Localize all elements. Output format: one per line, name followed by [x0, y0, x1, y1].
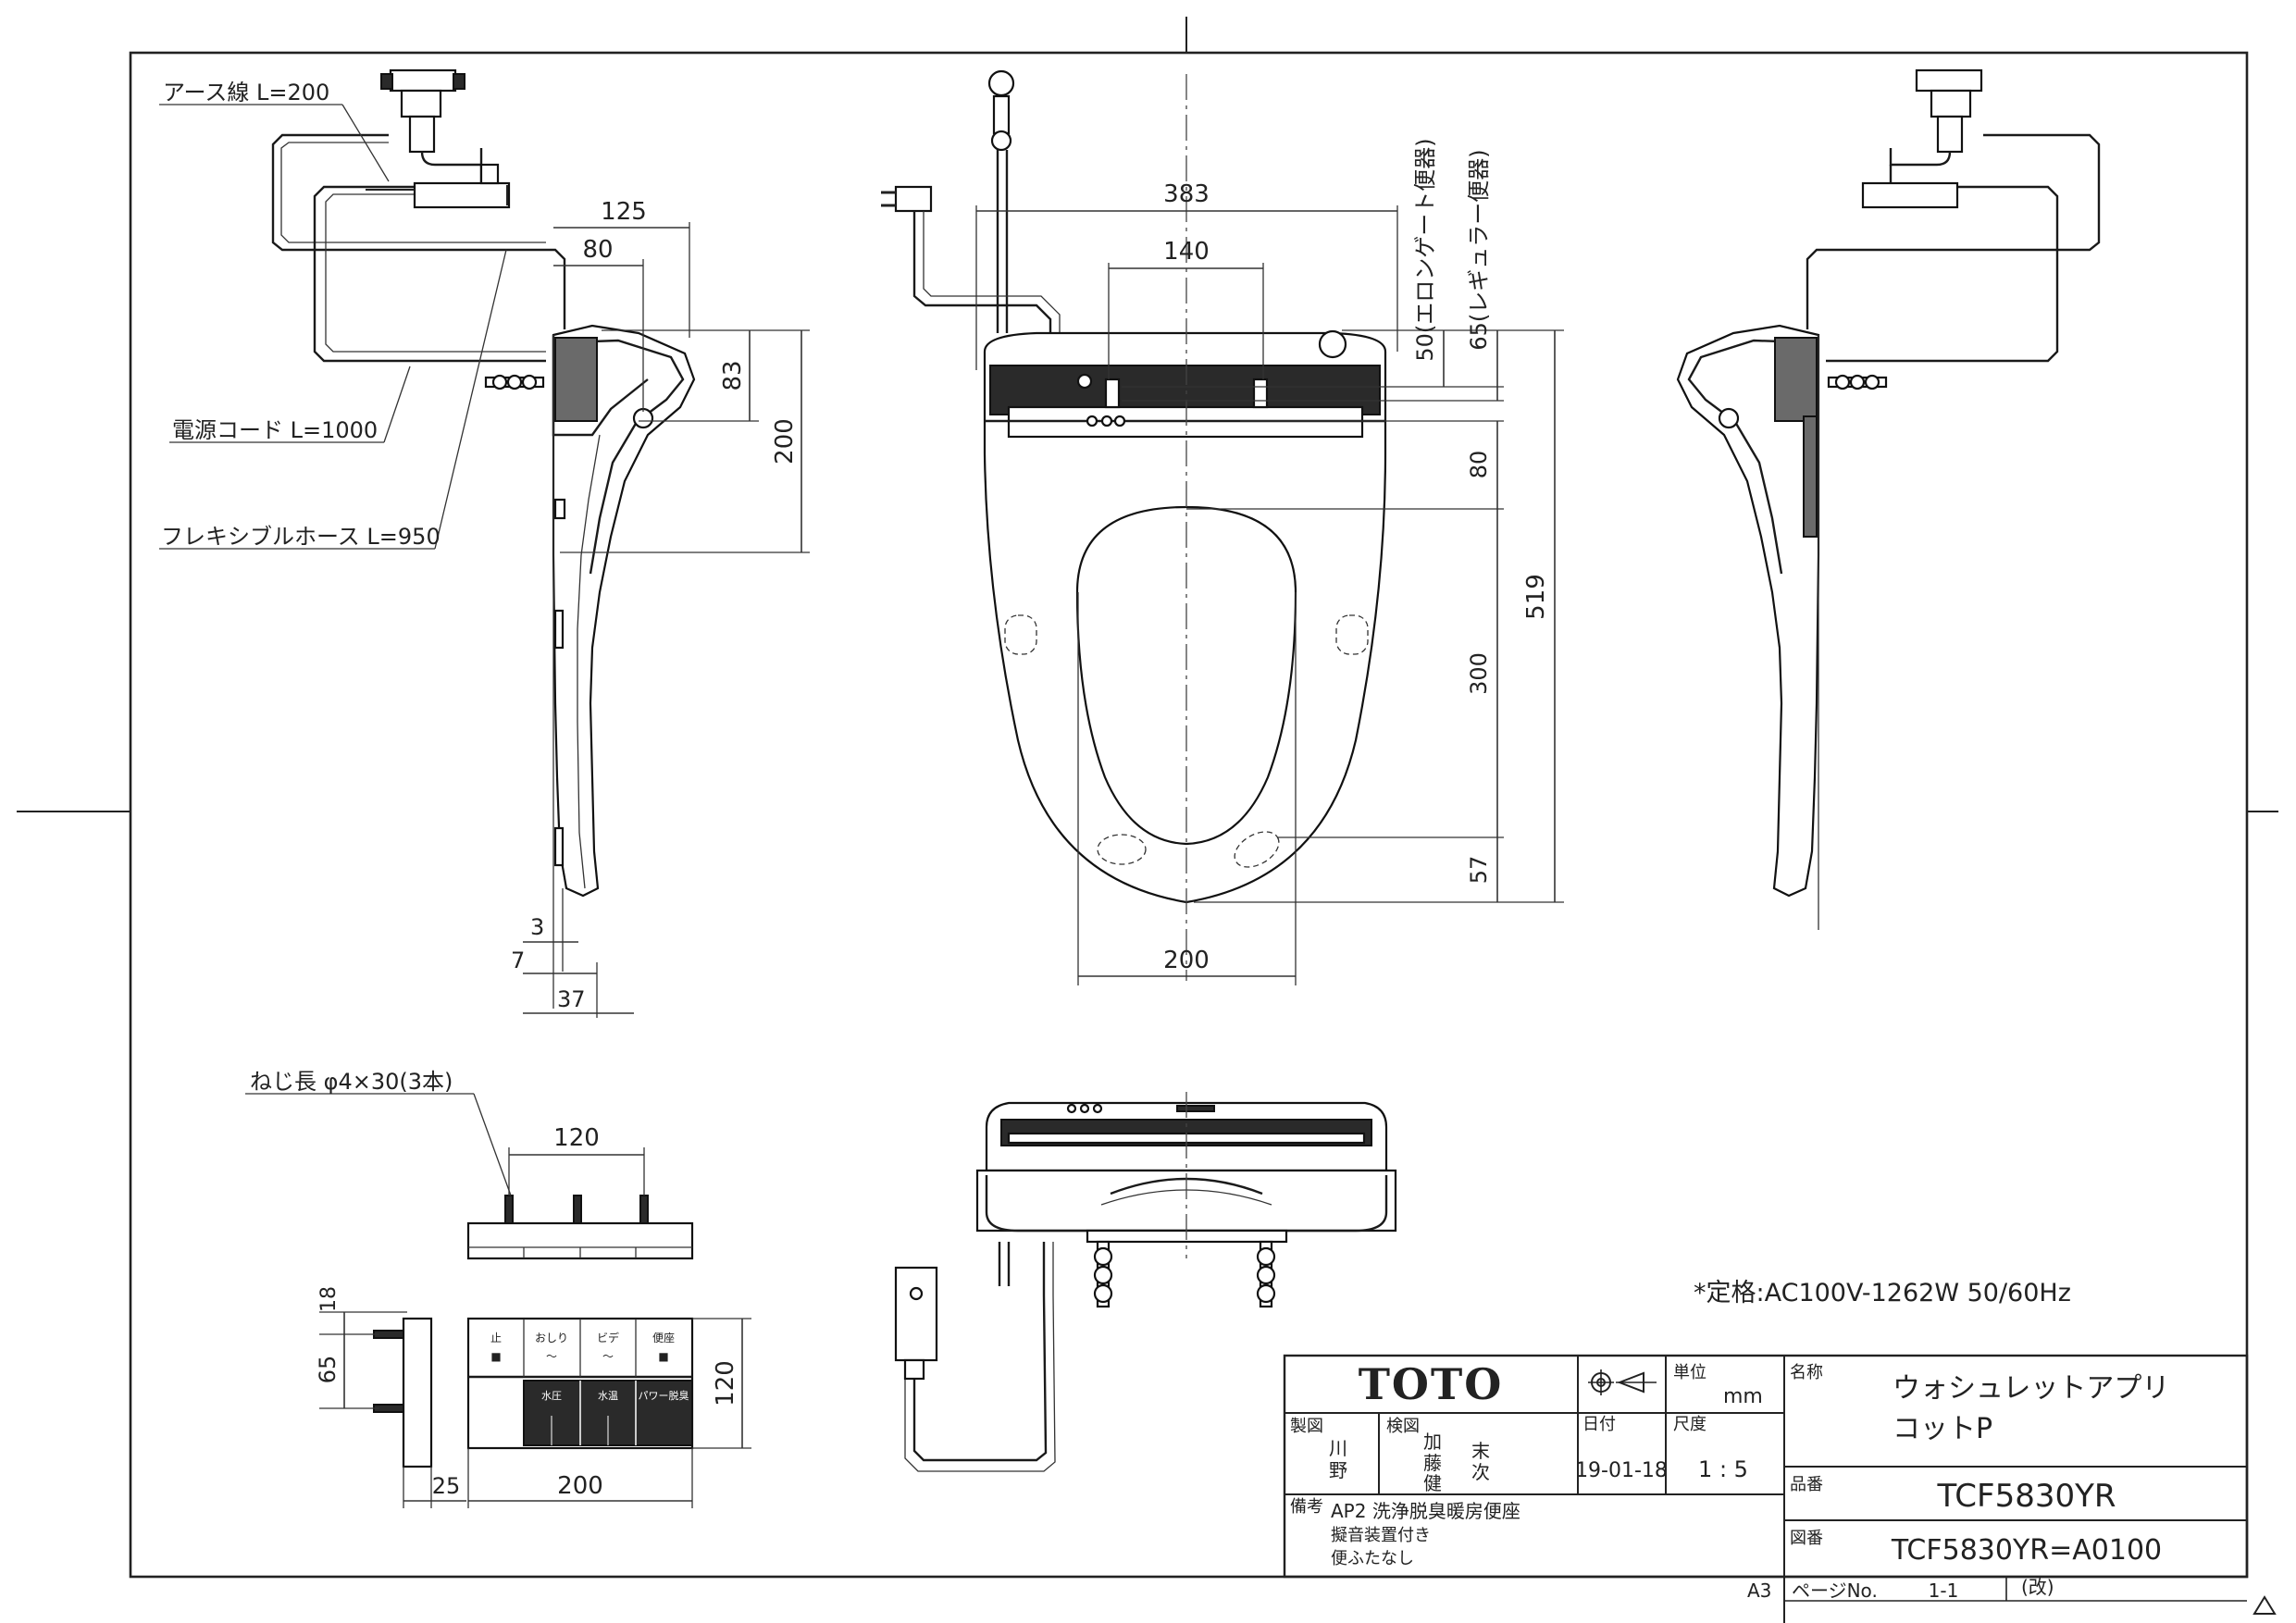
dim-25: 25 — [432, 1473, 461, 1499]
product-name-1: ウォシュレットアプリ — [1893, 1372, 2169, 1405]
dim-57: 57 — [1466, 856, 1492, 885]
remote-button-seat-label: 便座 — [652, 1331, 675, 1344]
dim-3: 3 — [530, 914, 544, 940]
made-name-2: 野 — [1329, 1459, 1347, 1481]
remote-top-buttons: 止 ■ おしり 〜 ビデ 〜 便座 ■ — [490, 1331, 675, 1363]
drawing-no-label: 図番 — [1790, 1529, 1823, 1548]
dim-37: 37 — [557, 986, 586, 1012]
remote-button-seat-icon: ■ — [658, 1350, 668, 1363]
dim-200-top: 200 — [1163, 947, 1210, 974]
remote-button-bidet-icon: 〜 — [602, 1350, 614, 1363]
product-name-2: コットP — [1893, 1413, 1992, 1445]
remote-bottom-buttons: 水圧 水温 パワー脱臭 — [541, 1389, 689, 1402]
side-callouts: アース線 L=200 電源コード L=1000 フレキシブルホース L=950 — [159, 80, 507, 550]
title-block: TOTO 単位 mm 製図 川 野 検図 加 末 藤 健 次 日付 19-01-… — [1283, 1354, 2249, 1623]
remote-front: 止 ■ おしり 〜 ビデ 〜 便座 ■ 水圧 水温 パワー脱臭 120 200 — [466, 1317, 751, 1508]
side-dimensions: 125 80 83 200 3 7 37 — [511, 198, 810, 1018]
dim-120-remote: 120 — [553, 1124, 600, 1152]
dim-125: 125 — [601, 198, 647, 226]
unit-value: mm — [1723, 1385, 1763, 1408]
made-name-1: 川 — [1329, 1437, 1347, 1459]
dim-65: 65 — [315, 1356, 341, 1384]
callout-screw-length: ねじ長 φ4×30(3本) — [250, 1069, 453, 1095]
remote-button-bidet-label: ビデ — [597, 1331, 619, 1344]
dim-519: 519 — [1522, 574, 1550, 620]
remote-button-stop-label: 止 — [490, 1332, 502, 1344]
rating-note: *定格:AC100V-1262W 50/60Hz — [1694, 1279, 2071, 1307]
name-label: 名称 — [1790, 1363, 1823, 1382]
top-dimensions: 383 140 50(エロンゲート便器) 65(レギュラー便器) 80 300 … — [975, 138, 1564, 985]
sheet-frame — [17, 17, 2278, 1615]
remote-holder-top: 120 ねじ長 φ4×30(3本) — [245, 1069, 694, 1260]
made-label: 製図 — [1290, 1417, 1323, 1436]
unit-label: 単位 — [1673, 1363, 1706, 1382]
dim-383: 383 — [1163, 180, 1210, 208]
dim-18: 18 — [317, 1286, 341, 1312]
part-no-label: 品番 — [1790, 1475, 1823, 1494]
remarks-line-1: AP2 洗浄脱臭暖房便座 — [1331, 1500, 1520, 1522]
date-label: 日付 — [1582, 1415, 1616, 1434]
dim-120-side: 120 — [712, 1360, 739, 1406]
top-view-center — [881, 69, 1387, 981]
projection-symbol-icon — [1588, 1369, 1657, 1395]
remote-button-pressure: 水圧 — [541, 1390, 562, 1402]
checked-name-5: 次 — [1471, 1461, 1490, 1483]
remarks-line-3: 便ふたなし — [1331, 1549, 1414, 1568]
page-label: ページNo. — [1792, 1580, 1878, 1602]
remote-button-stop-icon: ■ — [490, 1350, 501, 1363]
remote-button-rear-label: おしり — [535, 1332, 568, 1344]
checked-label: 検図 — [1386, 1417, 1420, 1436]
power-unit — [366, 163, 511, 209]
callout-flexible-hose: フレキシブルホース L=950 — [161, 524, 441, 550]
revision-label: (改) — [2021, 1576, 2054, 1598]
remote-button-temp: 水温 — [598, 1390, 618, 1402]
dim-200-side: 200 — [771, 418, 799, 465]
checked-name-4: 健 — [1423, 1472, 1442, 1494]
dim-7: 7 — [511, 948, 525, 973]
remarks-line-2: 擬音装置付き — [1331, 1526, 1431, 1545]
checked-name-2: 末 — [1471, 1440, 1490, 1462]
dim-80-top: 80 — [1466, 451, 1492, 479]
remote-button-deodorize: パワー脱臭 — [639, 1389, 689, 1402]
side-view-left — [271, 68, 696, 1009]
checked-name-1: 加 — [1423, 1431, 1442, 1453]
remote-holder-side: 18 65 25 — [315, 1286, 466, 1508]
dim-83: 83 — [719, 360, 747, 390]
paper-size: A3 — [1747, 1580, 1771, 1602]
date-value: 19-01-18 — [1575, 1459, 1668, 1482]
callout-earth-wire: アース線 L=200 — [163, 80, 329, 105]
drawing-no: TCF5830YR=A0100 — [1891, 1534, 2162, 1567]
dim-80-side: 80 — [582, 236, 613, 264]
callout-regular: 65(レギュラー便器) — [1466, 149, 1492, 350]
callout-power-cord: 電源コード L=1000 — [172, 417, 378, 443]
page-value: 1-1 — [1929, 1580, 1959, 1602]
front-view — [894, 1092, 1397, 1472]
part-no: TCF5830YR — [1937, 1478, 2116, 1515]
side-view-right — [1676, 68, 2101, 930]
scale-value: 1 : 5 — [1698, 1456, 1748, 1482]
toto-logo: TOTO — [1359, 1359, 1504, 1409]
supply-valve — [380, 68, 483, 167]
checked-name-3: 藤 — [1423, 1452, 1442, 1474]
dim-300: 300 — [1466, 652, 1492, 695]
scale-label: 尺度 — [1673, 1415, 1706, 1434]
dim-200-remote: 200 — [557, 1472, 603, 1500]
dim-140: 140 — [1163, 238, 1210, 266]
callout-elongated: 50(エロンゲート便器) — [1412, 138, 1438, 361]
remarks-label: 備考 — [1290, 1497, 1323, 1517]
remote-button-rear-icon: 〜 — [546, 1350, 557, 1363]
corner-stamp-icon — [20, 1606, 41, 1610]
